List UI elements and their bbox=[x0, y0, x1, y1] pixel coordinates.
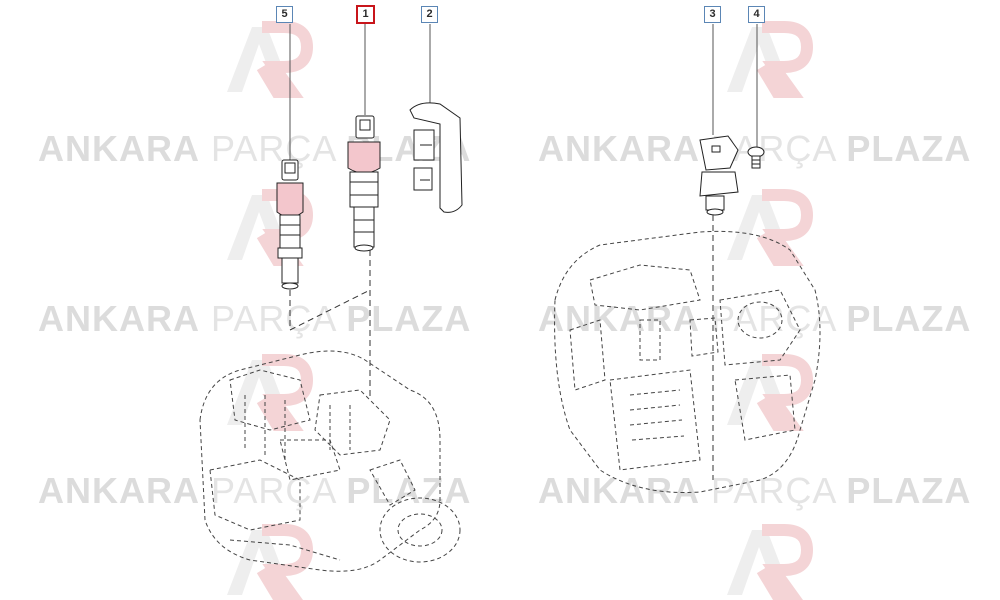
callout-1-selected[interactable]: 1 bbox=[356, 5, 375, 24]
sensor-part-3 bbox=[699, 135, 739, 216]
watermark-logo bbox=[227, 354, 314, 431]
watermark-logo bbox=[727, 354, 814, 431]
watermark-text: ANKARA PARÇA PLAZA bbox=[38, 298, 472, 339]
watermark-text: ANKARA PARÇA PLAZA bbox=[538, 470, 972, 511]
screw-part-4 bbox=[747, 146, 765, 169]
watermark-logo bbox=[227, 524, 314, 600]
gearbox-left bbox=[199, 350, 461, 572]
cover-part-2 bbox=[409, 102, 463, 213]
sensor-part-5 bbox=[276, 159, 304, 290]
callout-2[interactable]: 2 bbox=[421, 6, 438, 23]
callout-3[interactable]: 3 bbox=[704, 6, 721, 23]
watermark-logo bbox=[727, 21, 814, 98]
sensor-part-1 bbox=[347, 115, 381, 252]
watermark-logo bbox=[227, 21, 314, 98]
watermark-text: ANKARA PARÇA PLAZA bbox=[38, 470, 472, 511]
gearbox-right bbox=[554, 230, 821, 493]
callout-5[interactable]: 5 bbox=[276, 6, 293, 23]
callout-4[interactable]: 4 bbox=[748, 6, 765, 23]
watermark-logo bbox=[727, 524, 814, 600]
watermark-logo bbox=[727, 189, 814, 266]
